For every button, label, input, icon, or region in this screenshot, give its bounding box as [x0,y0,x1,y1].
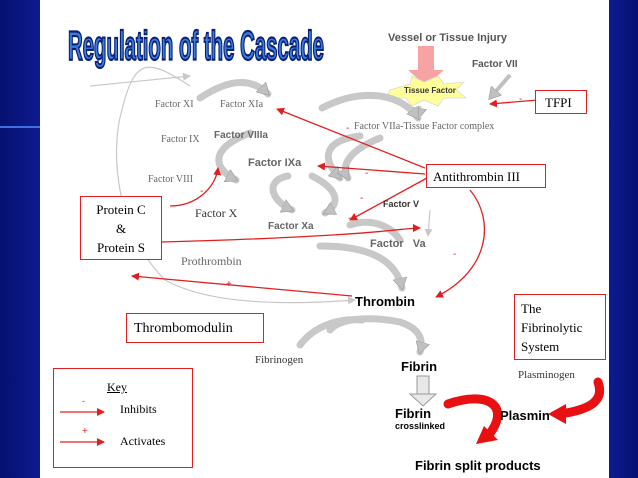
plasminogen-label: Plasminogen [518,369,575,381]
slide-canvas: Regulation of the Cascade Vessel or Tiss… [40,0,609,478]
thrombin-label: Thrombin [355,294,415,309]
factor-xi-label: Factor XI [155,99,194,110]
fibrin-down-arrow [408,375,438,407]
background-right-band [609,0,638,478]
protein-c-s-box: Protein C & Protein S [80,196,162,260]
factor-ixa-label: Factor IXa [248,157,302,169]
tissue-factor-label: Tissue Factor [404,86,456,95]
ixa-minus-sign: - [365,168,369,179]
fibrinogen-label: Fibrinogen [255,354,304,366]
factor-v-label: Factor V [383,199,420,209]
fibrinolytic-label: Fibrinolytic [521,320,583,335]
plasmin-label: Plasmin [500,408,550,423]
tissue-factor-star [385,75,468,107]
background-left-band [0,0,40,478]
plasmin-arrowhead [476,426,498,444]
fibrinolytic-system-box: The Fibrinolytic System [514,294,606,360]
thrombomodulin-box: Thrombomodulin [126,313,264,343]
tfpi-box: TFPI [535,90,587,114]
factor-vii-label: Factor VII [472,59,518,70]
xia-minus-sign: - [346,123,350,134]
key-title: Key [107,380,127,394]
factor-xa-label: Factor Xa [268,221,314,232]
fibrin-split-products-label: Fibrin split products [415,458,541,473]
factor-xia-label: Factor XIa [220,99,264,110]
key-inhibits-label: Inhibits [120,402,157,416]
factor-viii-label: Factor VIII [148,174,194,185]
key-inhibits-sign: - [82,396,85,406]
diagram-drawing [89,46,604,444]
protein-c-label: Protein C [96,202,146,217]
factor-x-label: Factor X [195,206,238,220]
plasmin-arrows [443,377,604,441]
thrombin-minus-sign: - [453,249,457,260]
crosslinked-label: crosslinked [395,421,446,431]
title-art: Regulation of the Cascade [67,22,325,69]
key-activates-sign: + [82,426,88,437]
vessel-injury-label: Vessel or Tissue Injury [388,32,508,44]
antithrombin-label: Antithrombin III [433,169,521,184]
factor-viiia-label: Factor VIIIa [214,130,268,141]
key-arrows [60,408,105,446]
protein-s-label: Protein S [96,240,146,255]
viiia-minus-sign: - [200,186,204,197]
prothrombin-label: Prothrombin [181,254,242,268]
thrombomodulin-label: Thrombomodulin [134,321,233,336]
factor-vii-arrow [490,73,512,98]
system-label: System [521,339,560,354]
factor-ix-label: Factor IX [161,134,200,145]
fibrinolytic-the-label: The [521,301,542,316]
factor-viia-tf-complex-label: Factor VIIa-Tissue Factor complex [354,121,495,132]
xa-minus-sign: - [348,213,352,224]
protein-c-plus-sign: + [226,279,232,290]
fibrin-crosslinked-label: Fibrin [395,406,432,421]
v-minus-sign: - [360,193,364,204]
factor-va-label: Factor Va [370,238,426,250]
ampersand-label: & [115,221,127,236]
plasminogen-arrowhead [548,404,566,424]
key-activates-label: Activates [120,434,166,448]
red-regulation-lines [131,99,539,298]
tfpi-minus-sign: - [519,94,523,105]
tfpi-label: TFPI [545,95,572,110]
injury-arrow [408,46,444,86]
gray-flow-arrows [196,79,421,356]
key-legend-box: Key - Inhibits + Activates [53,368,193,468]
fibrin-label: Fibrin [401,359,438,374]
antithrombin-box: Antithrombin III [426,164,546,188]
background-accent-line [0,126,40,128]
page-title: Regulation of the Cascade [68,23,324,68]
